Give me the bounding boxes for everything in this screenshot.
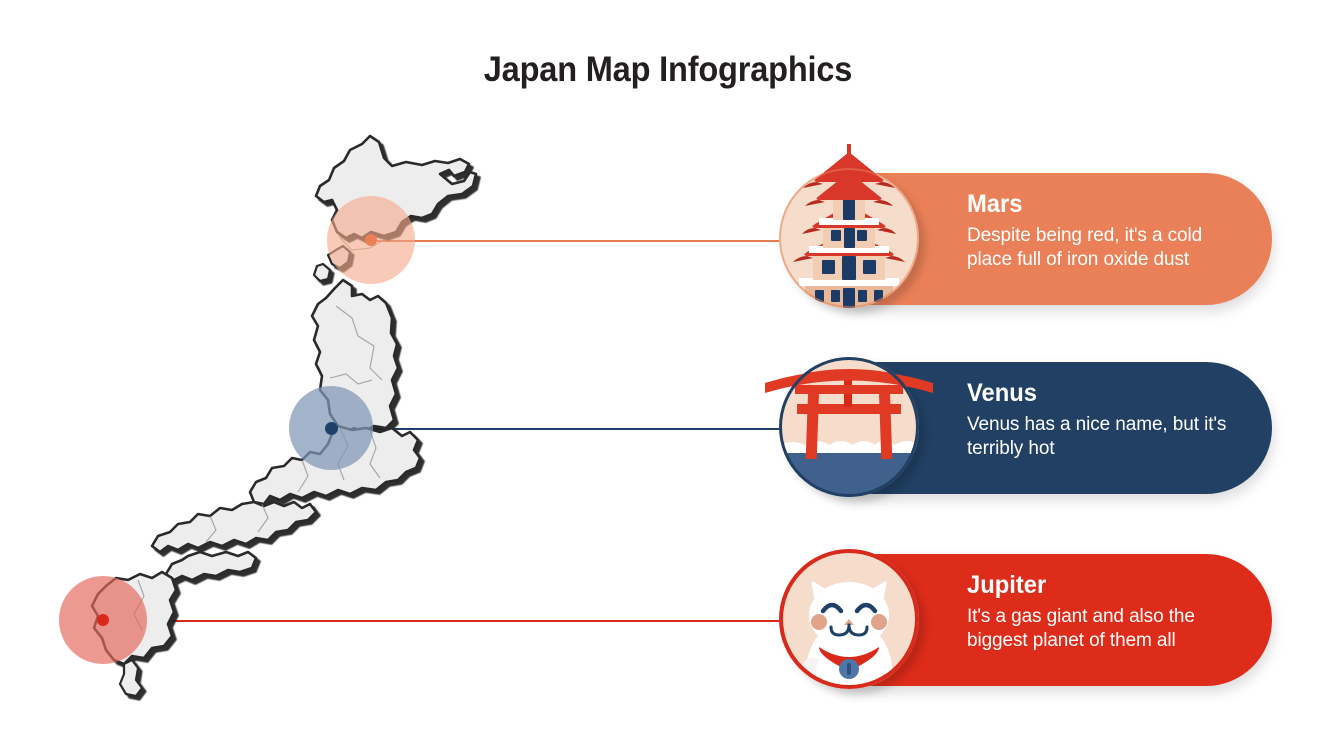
card-jupiter-description: It's a gas giant and also the biggest pl… [967,606,1195,652]
region-kansai-chugoku [150,500,318,554]
marker-dot-hokkaido[interactable] [365,234,377,246]
page-title: Japan Map Infographics [483,50,853,89]
card-venus-description: Venus has a nice name, but it's terribly… [967,414,1227,460]
connector-line-venus [331,428,795,430]
card-jupiter-text: Jupiter It's a gas giant and also the bi… [967,572,1236,654]
region-kyushu-tail [118,658,144,698]
card-mars-description: Despite being red, it's a cold place ful… [967,225,1203,271]
region-hokkaido-islet-2 [312,262,332,283]
card-jupiter-medallion[interactable] [779,549,925,695]
card-mars-title: Mars [967,190,1023,218]
marker-dot-kyushu[interactable] [97,614,109,626]
card-venus-title: Venus [967,379,1037,407]
card-mars-text: Mars Despite being red, it's a cold plac… [967,191,1236,273]
medallion-ring [779,549,919,689]
card-jupiter-title: Jupiter [967,571,1047,599]
marker-dot-chubu[interactable] [325,422,338,435]
connector-line-mars [371,240,795,242]
medallion-ring [779,168,919,308]
card-venus-text: Venus Venus has a nice name, but it's te… [967,380,1236,462]
map-landmasses [90,134,478,698]
medallion-ring [779,357,919,497]
card-mars-medallion[interactable] [779,144,925,314]
region-shikoku [164,550,258,582]
maneki-neko-cat-icon [779,549,919,689]
connector-line-jupiter [103,620,795,622]
card-venus-medallion[interactable] [765,357,933,503]
